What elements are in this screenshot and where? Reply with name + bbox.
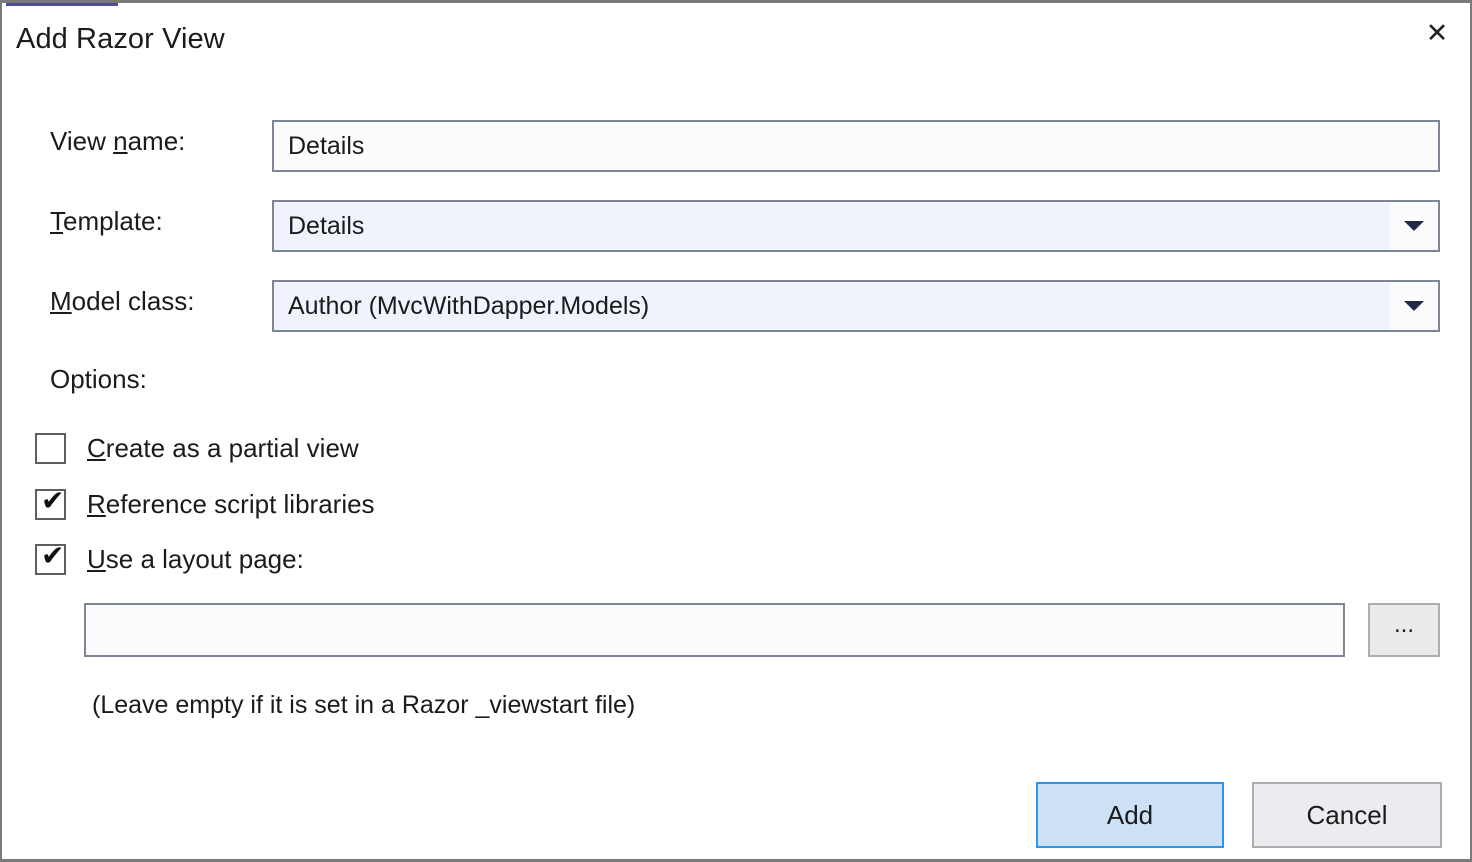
model-class-access-key: M <box>50 286 72 316</box>
label-rest: se a layout page: <box>105 543 304 574</box>
chevron-down-icon[interactable] <box>1390 202 1438 250</box>
template-access-key: T <box>50 206 63 236</box>
checkbox-label: Use a layout page: <box>87 544 304 575</box>
chevron-down-icon[interactable] <box>1390 282 1438 330</box>
access-key: C <box>87 432 106 463</box>
template-value: Details <box>288 211 365 240</box>
checkbox-use-a-layout-page[interactable]: ✔ Use a layout page: <box>35 540 304 576</box>
model-class-label-post: odel class: <box>71 286 195 316</box>
add-button[interactable]: Add <box>1036 782 1224 848</box>
layout-page-hint: (Leave empty if it is set in a Razor _vi… <box>92 691 636 719</box>
model-class-select[interactable]: Author (MvcWithDapper.Models) <box>272 280 1440 332</box>
browse-button[interactable]: ... <box>1368 603 1440 657</box>
view-name-input[interactable]: Details <box>272 120 1440 172</box>
view-name-value: Details <box>288 131 365 160</box>
cancel-button[interactable]: Cancel <box>1252 782 1442 848</box>
background-window-sliver <box>6 3 118 6</box>
checkbox-label: Create as a partial view <box>87 433 359 464</box>
layout-page-input[interactable] <box>84 603 1345 657</box>
access-key: R <box>87 488 106 519</box>
template-select[interactable]: Details <box>272 200 1440 252</box>
checkbox-reference-script-libraries[interactable]: ✔ Reference script libraries <box>35 485 375 521</box>
check-icon: ✔ <box>41 538 65 572</box>
checkbox-create-as-partial-view[interactable]: ✔ Create as a partial view <box>35 431 359 465</box>
model-class-value: Author (MvcWithDapper.Models) <box>288 291 650 320</box>
label-rest: reate as a partial view <box>105 432 359 463</box>
access-key: U <box>87 543 106 574</box>
dialog-title: Add Razor View <box>16 23 225 55</box>
view-name-access-key: n <box>113 126 128 156</box>
checkbox-box[interactable]: ✔ <box>35 540 66 575</box>
view-name-label: View name: <box>50 126 185 157</box>
label-rest: eference script libraries <box>105 488 375 519</box>
checkbox-label: Reference script libraries <box>87 489 375 520</box>
close-icon: ✕ <box>1425 17 1449 49</box>
checkbox-box[interactable]: ✔ <box>35 432 66 464</box>
chevron-down-glyph <box>1404 221 1424 231</box>
dialog-titlebar: Add Razor View ✕ <box>2 3 1470 75</box>
options-heading: Options: <box>50 364 147 394</box>
close-button[interactable]: ✕ <box>1406 5 1468 61</box>
check-icon: ✔ <box>41 483 65 517</box>
template-label-post: emplate: <box>63 206 163 236</box>
view-name-label-post: ame: <box>127 126 186 156</box>
model-class-label: Model class: <box>50 286 195 317</box>
chevron-down-glyph <box>1404 301 1424 311</box>
checkbox-box[interactable]: ✔ <box>35 485 66 520</box>
layout-page-value <box>86 605 1343 617</box>
template-label: Template: <box>50 206 163 237</box>
view-name-label-pre: View <box>50 126 114 156</box>
